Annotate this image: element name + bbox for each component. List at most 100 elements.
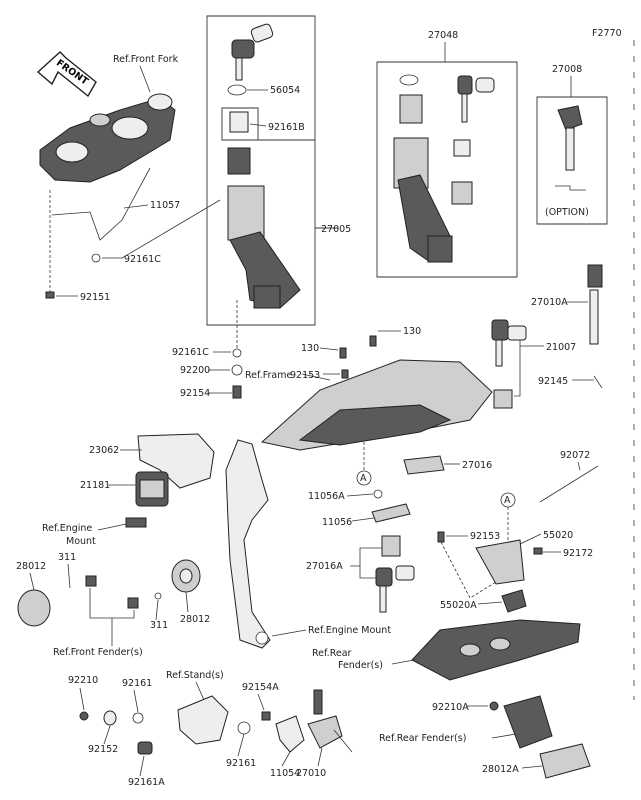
- washer-92161-b: [237, 721, 251, 735]
- label-130-b: 130: [301, 343, 319, 354]
- label-23062: 23062: [89, 445, 119, 456]
- key-27016A: [375, 565, 415, 613]
- rubber-28012-a: [17, 589, 51, 627]
- key-21007: [491, 319, 527, 409]
- label-92161B: 92161B: [268, 122, 305, 133]
- bracket-27016: [403, 455, 445, 475]
- bracket-11054: [275, 715, 305, 753]
- label-28012A: 28012A: [482, 764, 519, 775]
- label-92154: 92154: [180, 388, 210, 399]
- ignition-switch-part: [227, 147, 301, 309]
- lock-set-part: [393, 74, 495, 263]
- bolt-92153-b: [437, 531, 445, 543]
- label-92200: 92200: [180, 365, 210, 376]
- label-92152: 92152: [88, 744, 118, 755]
- label-56054: 56054: [270, 85, 300, 96]
- clip-11056A: [373, 489, 383, 499]
- bolt-part: [45, 291, 55, 299]
- label-55020: 55020: [543, 530, 573, 541]
- bolt-130-a: [369, 335, 377, 347]
- bolt-130-b: [339, 347, 347, 359]
- bolt-92154A: [261, 711, 271, 721]
- rubber-28012A: [539, 743, 591, 779]
- label-311-b: 311: [150, 620, 168, 631]
- collar-92200: [231, 364, 243, 376]
- side-stand-switch-27010: [307, 689, 353, 753]
- label-27048: 27048: [428, 30, 458, 41]
- ref-front-fender: Ref.Front Fender(s): [53, 647, 143, 658]
- switch-27010A: [587, 264, 603, 288]
- stand-bracket-part: [177, 695, 229, 745]
- label-27008: 27008: [552, 64, 582, 75]
- label-11057: 11057: [150, 200, 180, 211]
- collar-311-b: [127, 597, 139, 609]
- label-92161C-a: 92161C: [124, 254, 161, 265]
- label-27010: 27010: [296, 768, 326, 779]
- label-92210A: 92210A: [432, 702, 469, 713]
- option-label: (OPTION): [545, 207, 589, 218]
- ref-rear-fender-2: Fender(s): [338, 660, 383, 671]
- label-11054: 11054: [270, 768, 300, 779]
- label-92154A: 92154A: [242, 682, 279, 693]
- label-92161C-b: 92161C: [172, 347, 209, 358]
- callout-a-letter-2: A: [504, 495, 511, 506]
- ref-front-fork: Ref.Front Fork: [113, 54, 179, 65]
- callout-a-1: [356, 470, 372, 486]
- stay-part: [225, 439, 271, 649]
- label-92072: 92072: [560, 450, 590, 461]
- label-92145: 92145: [538, 376, 568, 387]
- label-28012-a: 28012: [16, 561, 46, 572]
- option-key-part: [555, 105, 586, 191]
- label-11056A: 11056A: [308, 491, 345, 502]
- label-92161A: 92161A: [128, 777, 165, 788]
- label-27016: 27016: [462, 460, 492, 471]
- washer-part: [91, 253, 101, 263]
- bolt-engine: [125, 517, 147, 528]
- frame-tray-part: [260, 359, 493, 451]
- ref-frame: Ref.Frame: [245, 370, 292, 381]
- key-part: [231, 23, 274, 81]
- diagram-code: F2770: [592, 28, 622, 39]
- label-92153-b: 92153: [470, 531, 500, 542]
- bracket-rear: [503, 695, 553, 749]
- label-21181: 21181: [80, 480, 110, 491]
- bracket-55020A: [501, 589, 527, 613]
- label-92210: 92210: [68, 675, 98, 686]
- upper-bracket-part: [39, 93, 176, 183]
- label-55020A: 55020A: [440, 600, 477, 611]
- label-27016A: 27016A: [306, 561, 343, 572]
- callout-a-letter-1: A: [360, 473, 367, 484]
- label-311-a: 311: [58, 552, 76, 563]
- label-92172: 92172: [563, 548, 593, 559]
- bolt-92154: [232, 385, 242, 399]
- ref-stand: Ref.Stand(s): [166, 670, 224, 681]
- label-27005: 27005: [321, 224, 351, 235]
- cylinder-27016A: [381, 535, 401, 557]
- label-11056: 11056: [322, 517, 352, 528]
- ref-rear-fender-1: Ref.Rear: [312, 648, 352, 659]
- cap-92161B: [229, 111, 249, 133]
- label-21007: 21007: [546, 342, 576, 353]
- bolt-92153: [341, 369, 349, 379]
- ref-engine-mount: Ref.Engine Mount: [308, 625, 391, 636]
- collar-92152: [103, 710, 117, 726]
- label-92153-a: 92153: [290, 370, 320, 381]
- ref-rear-fender: Ref.Rear Fender(s): [379, 733, 466, 744]
- ref-engine-mount-2: Mount: [66, 536, 96, 547]
- label-130-a: 130: [403, 326, 421, 337]
- washer-56054: [227, 84, 247, 96]
- washer-92161C: [232, 348, 242, 358]
- bolt-92210: [79, 711, 89, 721]
- label-92161: 92161: [122, 678, 152, 689]
- washer-92161: [132, 712, 144, 724]
- bracket-23062: [137, 433, 215, 489]
- nut-92172: [533, 547, 543, 555]
- bolt-92210A: [489, 701, 499, 711]
- ref-engine-mount-1: Ref.Engine: [42, 523, 92, 534]
- bracket-55020: [475, 539, 525, 585]
- bracket-11056: [371, 503, 411, 523]
- label-92161-b: 92161: [226, 758, 256, 769]
- label-92151: 92151: [80, 292, 110, 303]
